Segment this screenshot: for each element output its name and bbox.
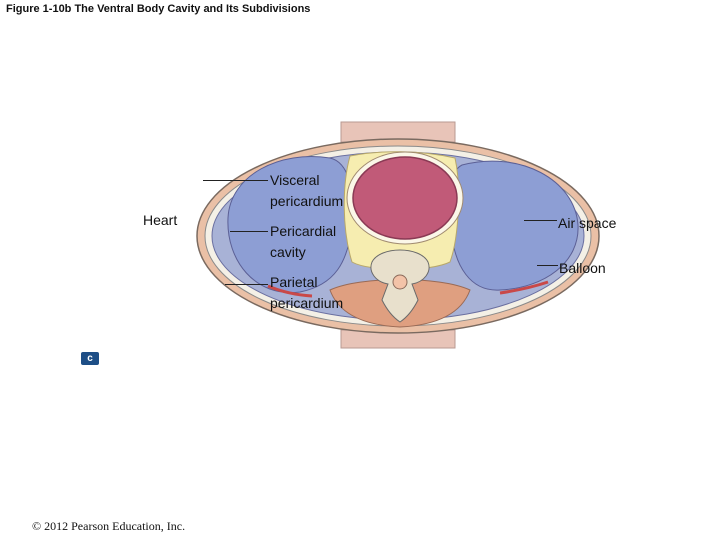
label-parietal-line1: Parietal bbox=[270, 274, 318, 290]
label-cavity-line1: Pericardial bbox=[270, 223, 337, 239]
label-cavity-line2: cavity bbox=[270, 244, 306, 260]
label-parietal-pericardium: Parietal pericardium bbox=[270, 272, 343, 314]
visceral-leader-line bbox=[203, 180, 268, 181]
panel-badge: c bbox=[81, 352, 99, 365]
label-parietal-line2: pericardium bbox=[270, 295, 344, 311]
cavity-leader-line bbox=[230, 231, 268, 232]
label-pericardial-cavity: Pericardial cavity bbox=[270, 221, 336, 263]
label-visceral-line2: pericardium bbox=[270, 193, 344, 209]
label-air-space: Air space bbox=[558, 215, 617, 231]
air-space-leader-line bbox=[524, 220, 557, 221]
spinal-cord bbox=[392, 274, 408, 290]
copyright-notice: © 2012 Pearson Education, Inc. bbox=[32, 519, 186, 533]
figure-title: Figure 1-10b The Ventral Body Cavity and… bbox=[6, 3, 311, 15]
label-visceral-pericardium: Visceral pericardium bbox=[270, 170, 343, 212]
right-vessel bbox=[499, 280, 549, 295]
left-vessel bbox=[267, 284, 313, 298]
parietal-leader-line bbox=[225, 284, 268, 285]
heart bbox=[352, 156, 458, 240]
label-balloon: Balloon bbox=[559, 260, 606, 276]
balloon-leader-line bbox=[537, 265, 558, 266]
label-heart: Heart bbox=[143, 212, 178, 228]
label-visceral-line1: Visceral bbox=[270, 172, 320, 188]
